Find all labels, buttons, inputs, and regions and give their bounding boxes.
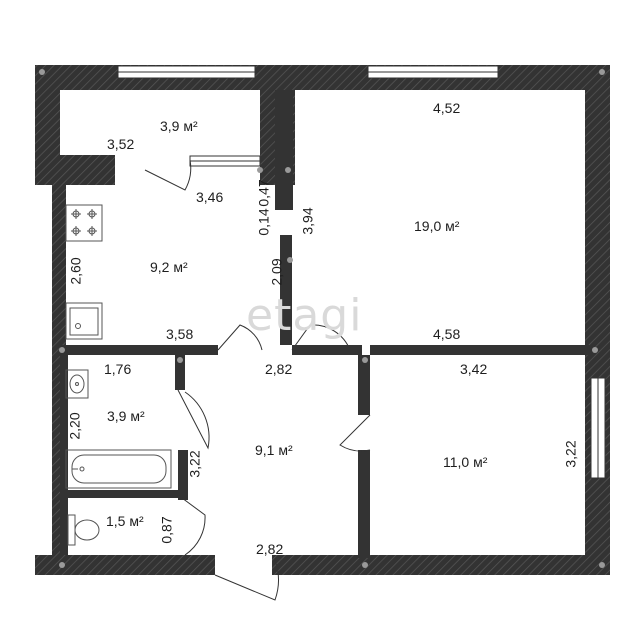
sink-icon <box>65 302 103 340</box>
dim-hallway-top: 2,82 <box>265 361 293 377</box>
corner-dots <box>39 69 605 568</box>
dim-kitchen-top: 3,46 <box>196 189 224 205</box>
dim-bedroom-top: 3,42 <box>460 361 488 377</box>
dim-kitchen-bottom: 3,58 <box>166 326 194 342</box>
area-bathroom: 3,9 м² <box>107 408 145 424</box>
dim-partition-047: 0,47 <box>255 179 272 207</box>
stove-icon <box>65 204 103 242</box>
dim-bathroom-top: 1,76 <box>104 361 132 377</box>
washbasin-icon <box>65 369 89 399</box>
dim-bedroom-right: 3,22 <box>562 440 579 468</box>
dim-kitchen-left: 2,60 <box>67 257 84 285</box>
watermark: etagi <box>246 290 363 341</box>
dim-living-height: 3,94 <box>299 207 316 235</box>
dim-hallway-bottom: 2,82 <box>256 541 284 557</box>
dim-toilet-right: 0,87 <box>158 516 175 544</box>
interior-walls <box>60 90 592 558</box>
dim-living-bottom: 4,58 <box>433 326 461 342</box>
area-living-room: 19,0 м² <box>414 218 460 234</box>
dim-hallway-left: 3,22 <box>186 450 203 478</box>
dim-partition-014: 0,14 <box>255 208 272 236</box>
dim-kitchen-right: 2,09 <box>268 258 285 286</box>
area-hallway: 9,1 м² <box>255 442 293 458</box>
area-toilet: 1,5 м² <box>106 513 144 529</box>
windows <box>117 65 606 479</box>
toilet-icon <box>67 514 100 546</box>
area-balcony: 3,9 м² <box>160 118 198 134</box>
bathtub-icon <box>65 449 172 489</box>
area-kitchen: 9,2 м² <box>150 259 188 275</box>
doors <box>144 159 371 601</box>
dim-bathroom-left: 2,20 <box>66 412 83 440</box>
area-bedroom: 11,0 м² <box>443 454 488 470</box>
dim-balcony-width: 3,52 <box>107 136 135 152</box>
dim-living-top: 4,52 <box>433 100 461 116</box>
